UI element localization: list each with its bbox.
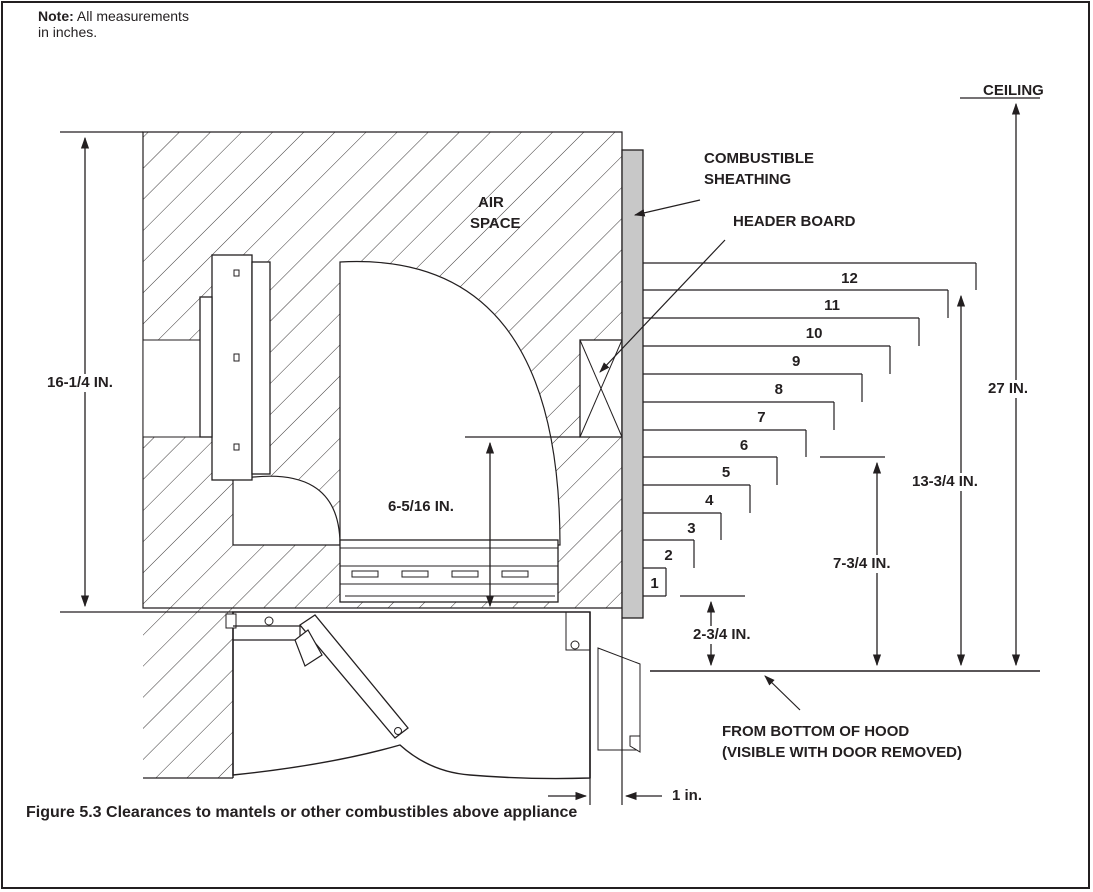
air-space-label-line2: SPACE: [470, 215, 521, 232]
hatched-lower-wall: [143, 608, 233, 778]
ceiling-label: CEILING: [983, 82, 1044, 99]
dim-6-5-16-label: 6-5/16 IN.: [388, 498, 454, 515]
shelf-number-10: 10: [806, 325, 823, 342]
note-prefix: Note:: [38, 8, 74, 24]
shelf-number-11: 11: [824, 297, 840, 314]
dim-2-3-4-label: 2-3/4 IN.: [693, 626, 751, 644]
shelf-number-6: 6: [740, 437, 748, 454]
bottom-of-hood-label-line2: (VISIBLE WITH DOOR REMOVED): [722, 744, 962, 761]
air-space-label-line1: AIR: [478, 194, 504, 211]
combustible-sheathing: [621, 149, 644, 619]
shelf-number-5: 5: [722, 464, 730, 481]
mantel-steps: [643, 262, 977, 597]
shelf-number-4: 4: [705, 492, 714, 509]
diagonal-brace: [299, 614, 409, 739]
sheathing-leader: [633, 199, 701, 217]
shelf-number-1: 1: [650, 575, 658, 592]
flue-cutout: [339, 260, 561, 546]
shelf-number-2: 2: [664, 547, 672, 564]
sheathing-label-line2: SHEATHING: [704, 171, 792, 188]
note-text: All measurements in inches.: [38, 8, 189, 40]
dim-7-3-4-label: 7-3/4 IN.: [833, 555, 891, 573]
bottom-of-hood-label-line1: FROM BOTTOM OF HOOD: [722, 723, 910, 740]
figure-caption: Figure 5.3 Clearances to mantels or othe…: [26, 804, 578, 821]
shelf-number-9: 9: [792, 353, 800, 370]
dim-13-3-4-label: 13-3/4 IN.: [912, 473, 978, 491]
vent-collar: [211, 254, 253, 481]
header-leader: [599, 239, 726, 373]
shelf-number-3: 3: [687, 520, 695, 537]
header-board-label: HEADER BOARD: [733, 213, 856, 230]
dim-16-1-4-label: 16-1/4 IN.: [47, 374, 113, 392]
dim-27-label: 27 IN.: [988, 380, 1029, 398]
shelf-number-12: 12: [841, 270, 858, 287]
shelf-number-7: 7: [757, 409, 765, 426]
dim-1-in-label: 1 in.: [672, 787, 703, 804]
appliance-hood: [232, 611, 591, 780]
measurement-note: Note: All measurements in inches.: [38, 8, 198, 40]
shelf-number-8: 8: [775, 381, 783, 398]
bottom-leader: [764, 675, 801, 711]
sheathing-label-line1: COMBUSTIBLE: [704, 150, 814, 167]
